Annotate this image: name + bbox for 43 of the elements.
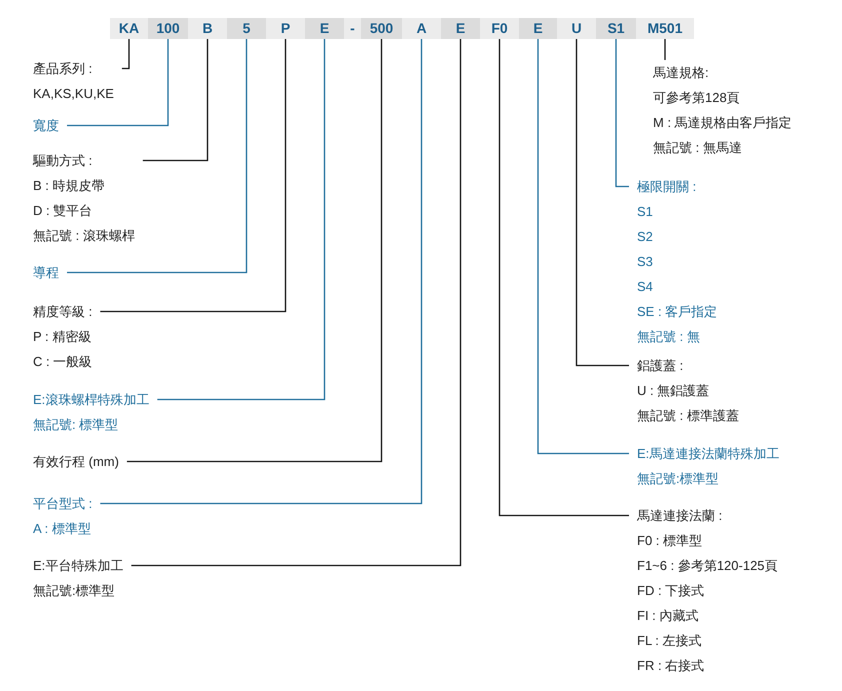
option-description: E:平台特殊加工 無記號:標準型 [33,553,124,603]
leader-line [67,39,248,274]
leader-line [131,39,462,566]
code-segment: F0 [480,18,519,39]
code-segment: E [305,18,344,39]
code-segment: E [519,18,557,39]
code-segment: A [402,18,441,39]
option-description: 鋁護蓋 : U : 無鋁護蓋 無記號 : 標準護蓋 [637,353,739,428]
code-segment: 500 [361,18,402,39]
option-description: 平台型式 : A : 標準型 [33,491,92,541]
code-segment: S1 [596,18,636,39]
leader-line [126,39,382,462]
code-segment: - [344,18,361,39]
leader-line [67,39,169,126]
option-description: 馬達規格: 可參考第128頁 M : 馬達規格由客戶指定 無記號 : 無馬達 [653,60,792,160]
leader-line [576,39,629,366]
code-segment: U [557,18,596,39]
code-segment: P [266,18,305,39]
leader-line [100,39,422,504]
option-description: E:馬達連接法蘭特殊加工 無記號:標準型 [637,441,780,491]
code-segment: 5 [227,18,266,39]
leader-line [142,39,208,162]
code-segment: M501 [636,18,694,39]
leader-line [664,39,666,60]
code-segment: KA [110,18,148,39]
leader-line [157,39,326,400]
code-segment: E [441,18,480,39]
leader-line [498,39,629,516]
option-description: 極限開關 : S1 S2 S3 S4 SE : 客戶指定 無記號 : 無 [637,174,718,349]
leader-line [100,39,286,312]
option-description: E:滾珠螺桿特殊加工 無記號: 標準型 [33,387,150,437]
option-description: 精度等級 : P : 精密級 C : 一般級 [33,299,92,374]
option-description: 驅動方式 : B : 時規皮帶 D : 雙平台 無記號 : 滾珠螺桿 [33,148,135,248]
option-description: 有效行程 (mm) [33,449,119,474]
code-segment: 100 [148,18,188,39]
leader-line [615,39,629,188]
leader-line [537,39,629,454]
option-description: 產品系列 : KA,KS,KU,KE [33,56,114,106]
option-description: 導程 [33,260,59,285]
leader-line [122,39,130,70]
option-description: 馬達連接法蘭 : F0 : 標準型 F1~6 : 參考第120-125頁 FD : 下接式 FI : 內藏式 FL : 左接式 FR : 右接式 [637,503,778,678]
option-description: 寬度 [33,113,59,138]
code-segment: B [188,18,227,39]
